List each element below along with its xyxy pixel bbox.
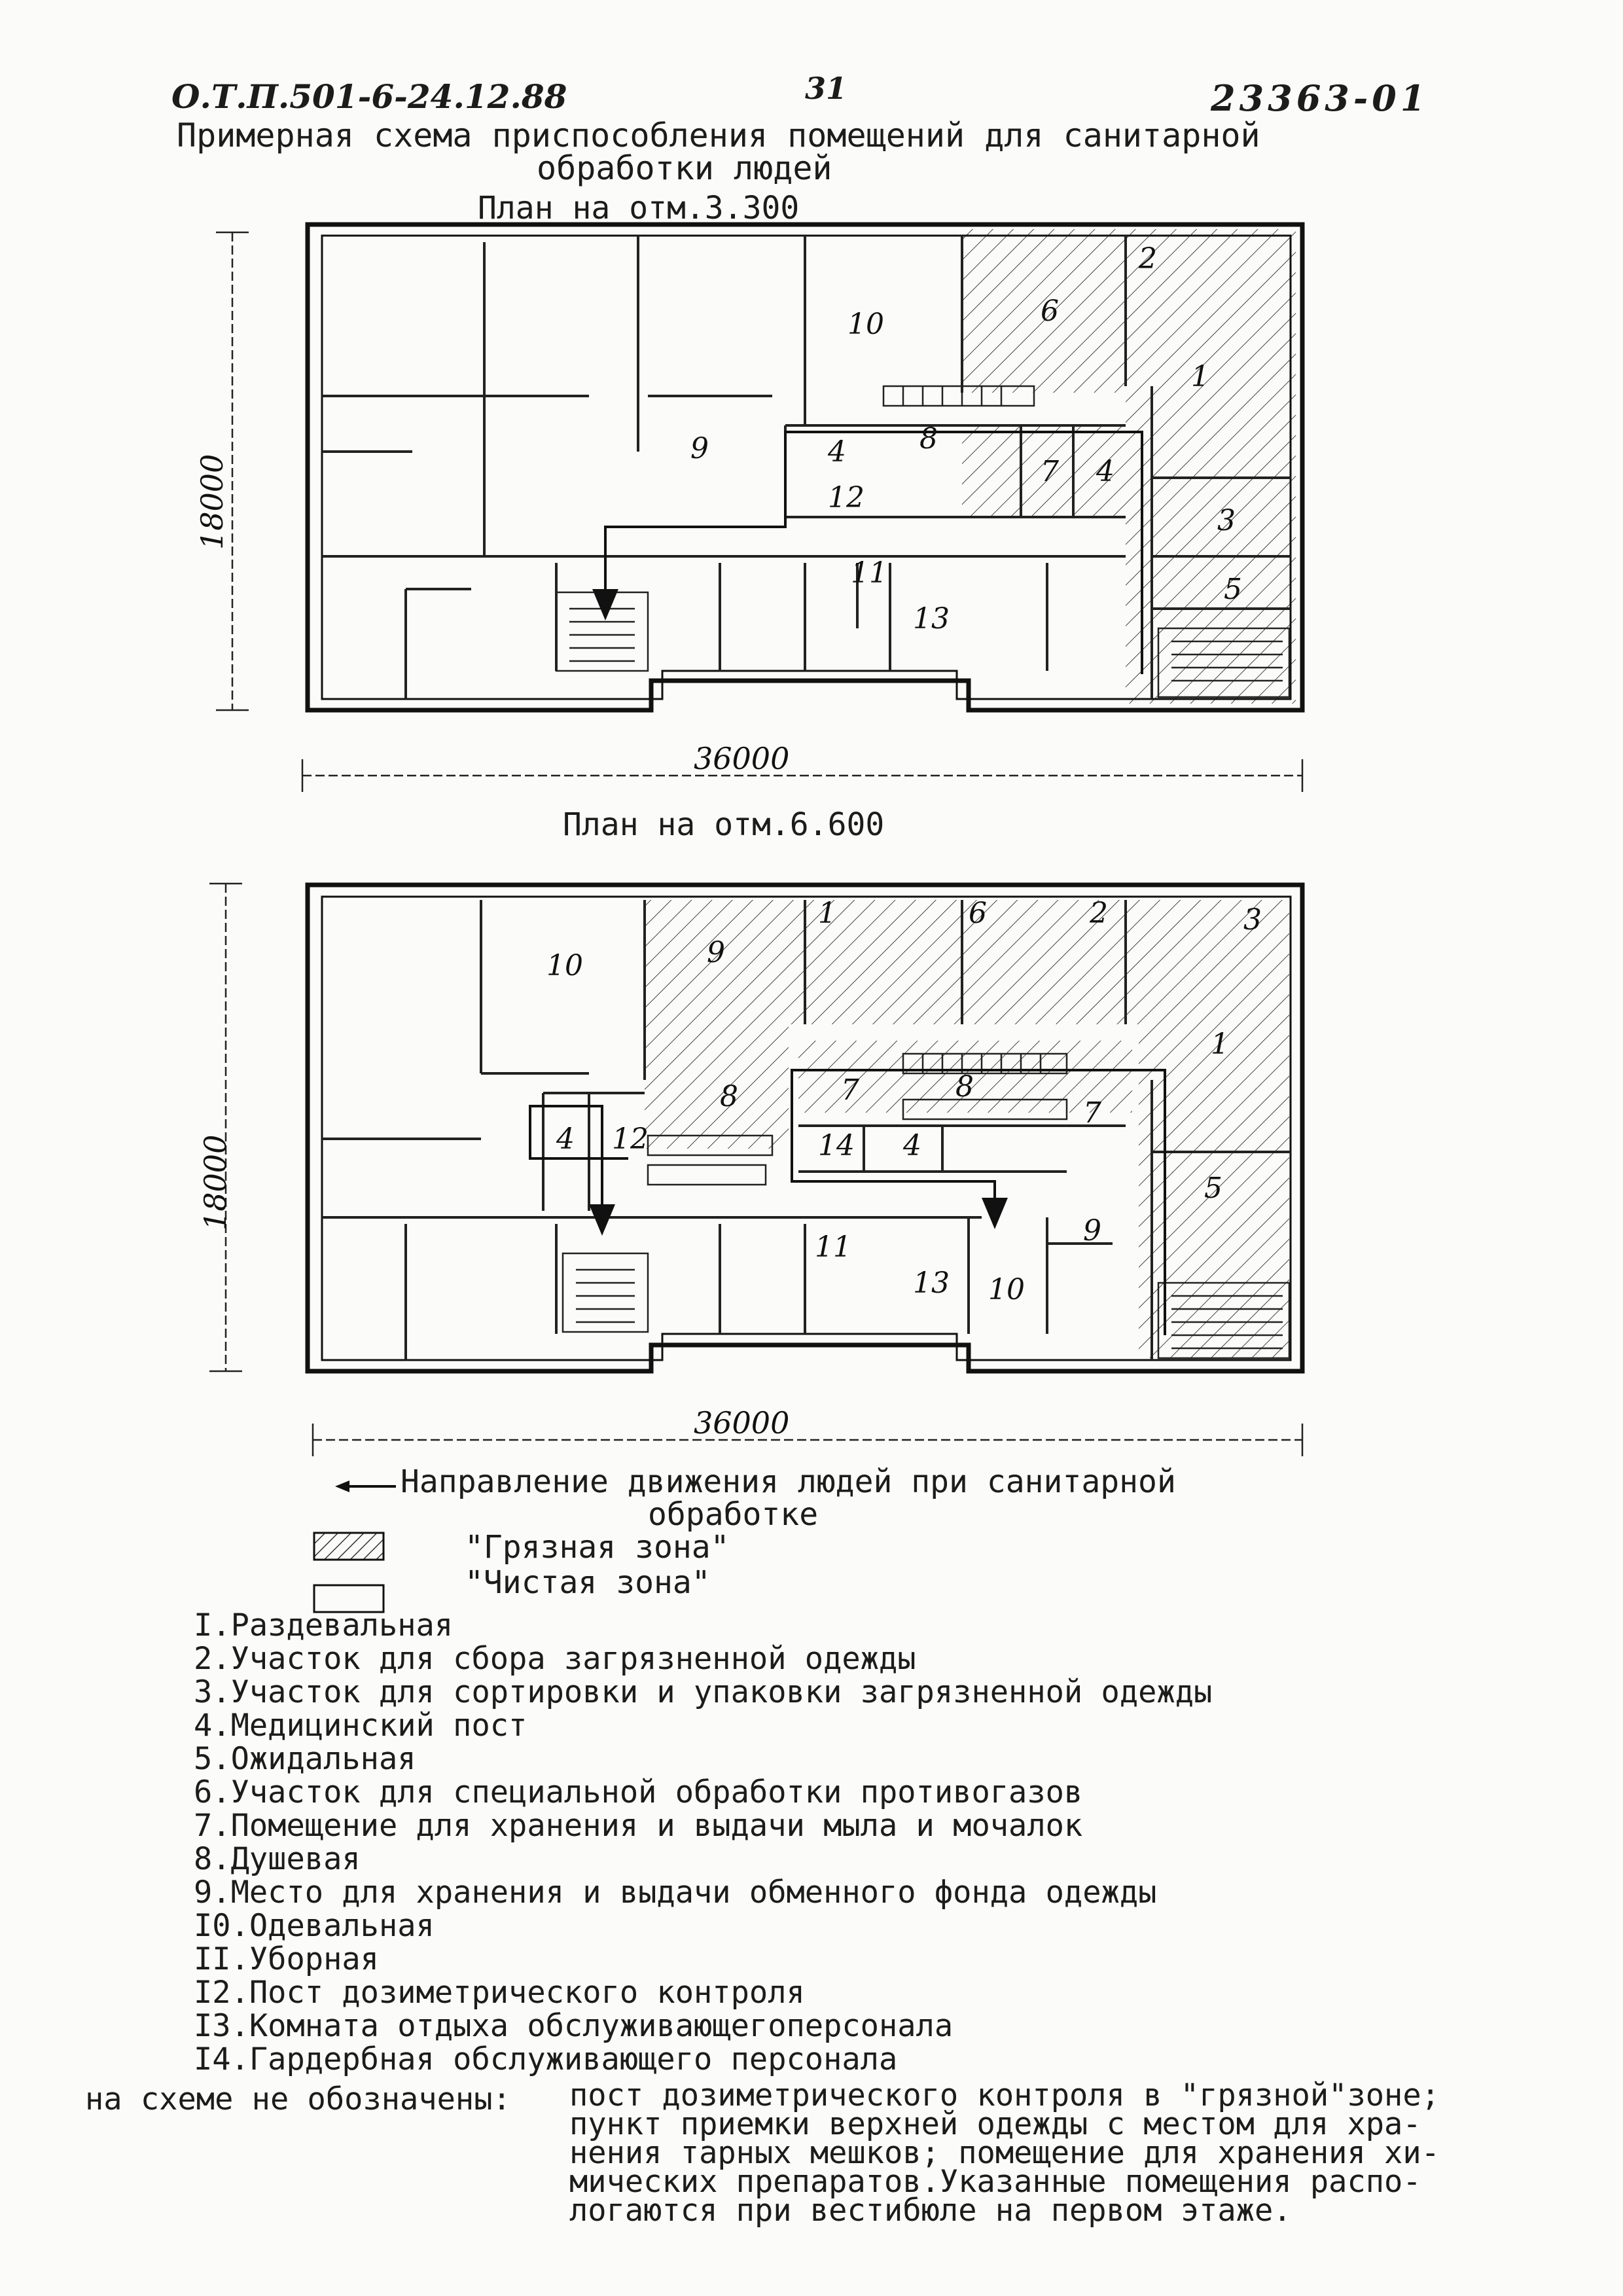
- note-line: пункт приемки верхней одежды с местом дл…: [569, 2106, 1421, 2142]
- plan-1-title: План на отм.3.300: [478, 190, 800, 226]
- staircase-2: [562, 1252, 1291, 1359]
- legend-arrow-icon: [335, 1480, 396, 1492]
- floor-plan-2: 1 1 2 3 4 4 5 6 7 7 8 8 9 9 10 10 11 12 …: [198, 882, 1305, 1456]
- room-label: 8: [720, 1080, 738, 1113]
- dirty-zone-hatch: [962, 229, 1296, 704]
- room-label: 10: [988, 1273, 1025, 1306]
- room-list: I.Раздевальная 2.Участок для сбора загря…: [194, 1609, 1212, 2076]
- list-item: 2.Участок для сбора загрязненной одежды: [194, 1641, 916, 1677]
- list-item: I2.Пост дозиметрического контроля: [194, 1975, 805, 2011]
- room-label: 7: [841, 1073, 859, 1107]
- legend-dirty-zone-swatch: [313, 1532, 385, 1561]
- room-label: 5: [1224, 573, 1242, 606]
- list-item: I0.Одевальная: [194, 1908, 435, 1944]
- dimension-lines-2: [209, 882, 1304, 1456]
- list-item: I4.Гардербная обслуживающего персонала: [194, 2041, 898, 2077]
- plan-1-height-dimension: 18000: [194, 454, 230, 550]
- page-number: 31: [805, 71, 847, 106]
- room-label: 3: [1217, 504, 1236, 537]
- dirty-zone-hatch: [645, 900, 1289, 1358]
- page-subtitle: обработки людей: [537, 149, 832, 187]
- room-label: 14: [818, 1129, 855, 1162]
- room-label: 9: [690, 432, 709, 465]
- document-code: О.Т.П.501-6-24.12.88: [171, 77, 567, 116]
- room-label: 7: [1041, 455, 1059, 488]
- room-label: 4: [1096, 455, 1115, 488]
- room-label: 12: [828, 481, 865, 514]
- plan-1-width-dimension: 36000: [694, 741, 789, 776]
- room-label: 2: [1089, 897, 1108, 930]
- room-label: 13: [913, 602, 950, 636]
- note-line: пост дозиметрического контроля в "грязно…: [569, 2077, 1440, 2113]
- dimension-lines-1: [216, 231, 1304, 792]
- note-label: на схеме не обозначены:: [85, 2081, 511, 2117]
- room-label: 2: [1138, 242, 1157, 276]
- interior-walls: [322, 236, 1291, 699]
- room-label: 4: [827, 435, 846, 469]
- room-label: 9: [707, 936, 725, 969]
- list-item: II.Уборная: [194, 1941, 379, 1977]
- list-item: 5.Ожидальная: [194, 1741, 416, 1777]
- room-label: 4: [902, 1129, 921, 1162]
- note-line: мических препаратов.Указанные помещения …: [569, 2164, 1421, 2200]
- page-title: Примерная схема приспособления помещений…: [177, 117, 1260, 154]
- room-label: 7: [1083, 1096, 1101, 1130]
- room-label: 1: [1191, 360, 1209, 393]
- list-item: 4.Медицинский пост: [194, 1708, 527, 1744]
- legend-clean-zone-label: "Чистая зона": [465, 1564, 711, 1601]
- exterior-walls: [305, 222, 1305, 713]
- legend-arrow-text-2: обработке: [648, 1496, 819, 1533]
- room-label: 1: [818, 897, 836, 930]
- plan-2-title: План на отм.6.600: [563, 806, 885, 843]
- list-item: I.Раздевальная: [194, 1607, 454, 1643]
- interior-walls: [322, 900, 1291, 1360]
- room-label: 10: [546, 949, 583, 982]
- list-item: I3.Комната отдыха обслуживающегоперсонал…: [194, 2008, 954, 2044]
- room-label: 13: [913, 1266, 950, 1300]
- movement-arrow-path-2: [529, 1069, 1166, 1335]
- list-item: 6.Участок для специальной обработки прот…: [194, 1774, 1083, 1810]
- room-label: 12: [612, 1122, 649, 1156]
- room-label: 8: [919, 422, 938, 456]
- note-line: логаются при вестибюле на первом этаже.: [569, 2193, 1292, 2229]
- room-label: 6: [1041, 295, 1059, 328]
- room-label: 11: [815, 1230, 851, 1264]
- room-label: 3: [1243, 903, 1262, 937]
- room-label: 4: [556, 1122, 575, 1156]
- room-label: 10: [847, 308, 884, 341]
- room-labels-2: 1 1 2 3 4 4 5 6 7 7 8 8 9 9 10 10 11 12 …: [546, 897, 1262, 1306]
- room-label: 1: [1211, 1028, 1229, 1061]
- list-item: 3.Участок для сортировки и упаковки загр…: [194, 1674, 1213, 1710]
- shower-fixtures-1: [882, 385, 1035, 407]
- legend-arrow-text: Направление движения людей при санитарно…: [401, 1463, 1176, 1500]
- floor-plan-1: 1 2 3 4 4 5 6 7 8 9 10 11 12 13 36000 18…: [194, 222, 1305, 792]
- plan-2-height-dimension: 18000: [198, 1135, 233, 1230]
- room-label: 8: [955, 1070, 974, 1103]
- room-labels-1: 1 2 3 4 4 5 6 7 8 9 10 11 12 13: [690, 242, 1242, 636]
- movement-arrow-path-1: [592, 431, 1143, 674]
- exterior-walls: [305, 882, 1305, 1374]
- list-item: 8.Душевая: [194, 1841, 361, 1877]
- sheet-code: 23363-01: [1211, 77, 1429, 119]
- room-label: 11: [851, 556, 887, 590]
- note-text: пост дозиметрического контроля в "грязно…: [569, 2077, 1590, 2229]
- legend-dirty-zone-label: "Грязная зона": [465, 1529, 730, 1566]
- room-label: 6: [969, 897, 987, 930]
- list-item: 9.Место для хранения и выдачи обменного …: [194, 1874, 1157, 1910]
- legend-clean-zone-swatch: [313, 1584, 385, 1613]
- room-label: 5: [1204, 1172, 1222, 1205]
- note-line: нения тарных мешков; помещение для хране…: [569, 2135, 1440, 2171]
- list-item: 7.Помещение для хранения и выдачи мыла и…: [194, 1808, 1083, 1844]
- room-label: 9: [1083, 1214, 1101, 1247]
- plan-2-width-dimension: 36000: [694, 1405, 789, 1441]
